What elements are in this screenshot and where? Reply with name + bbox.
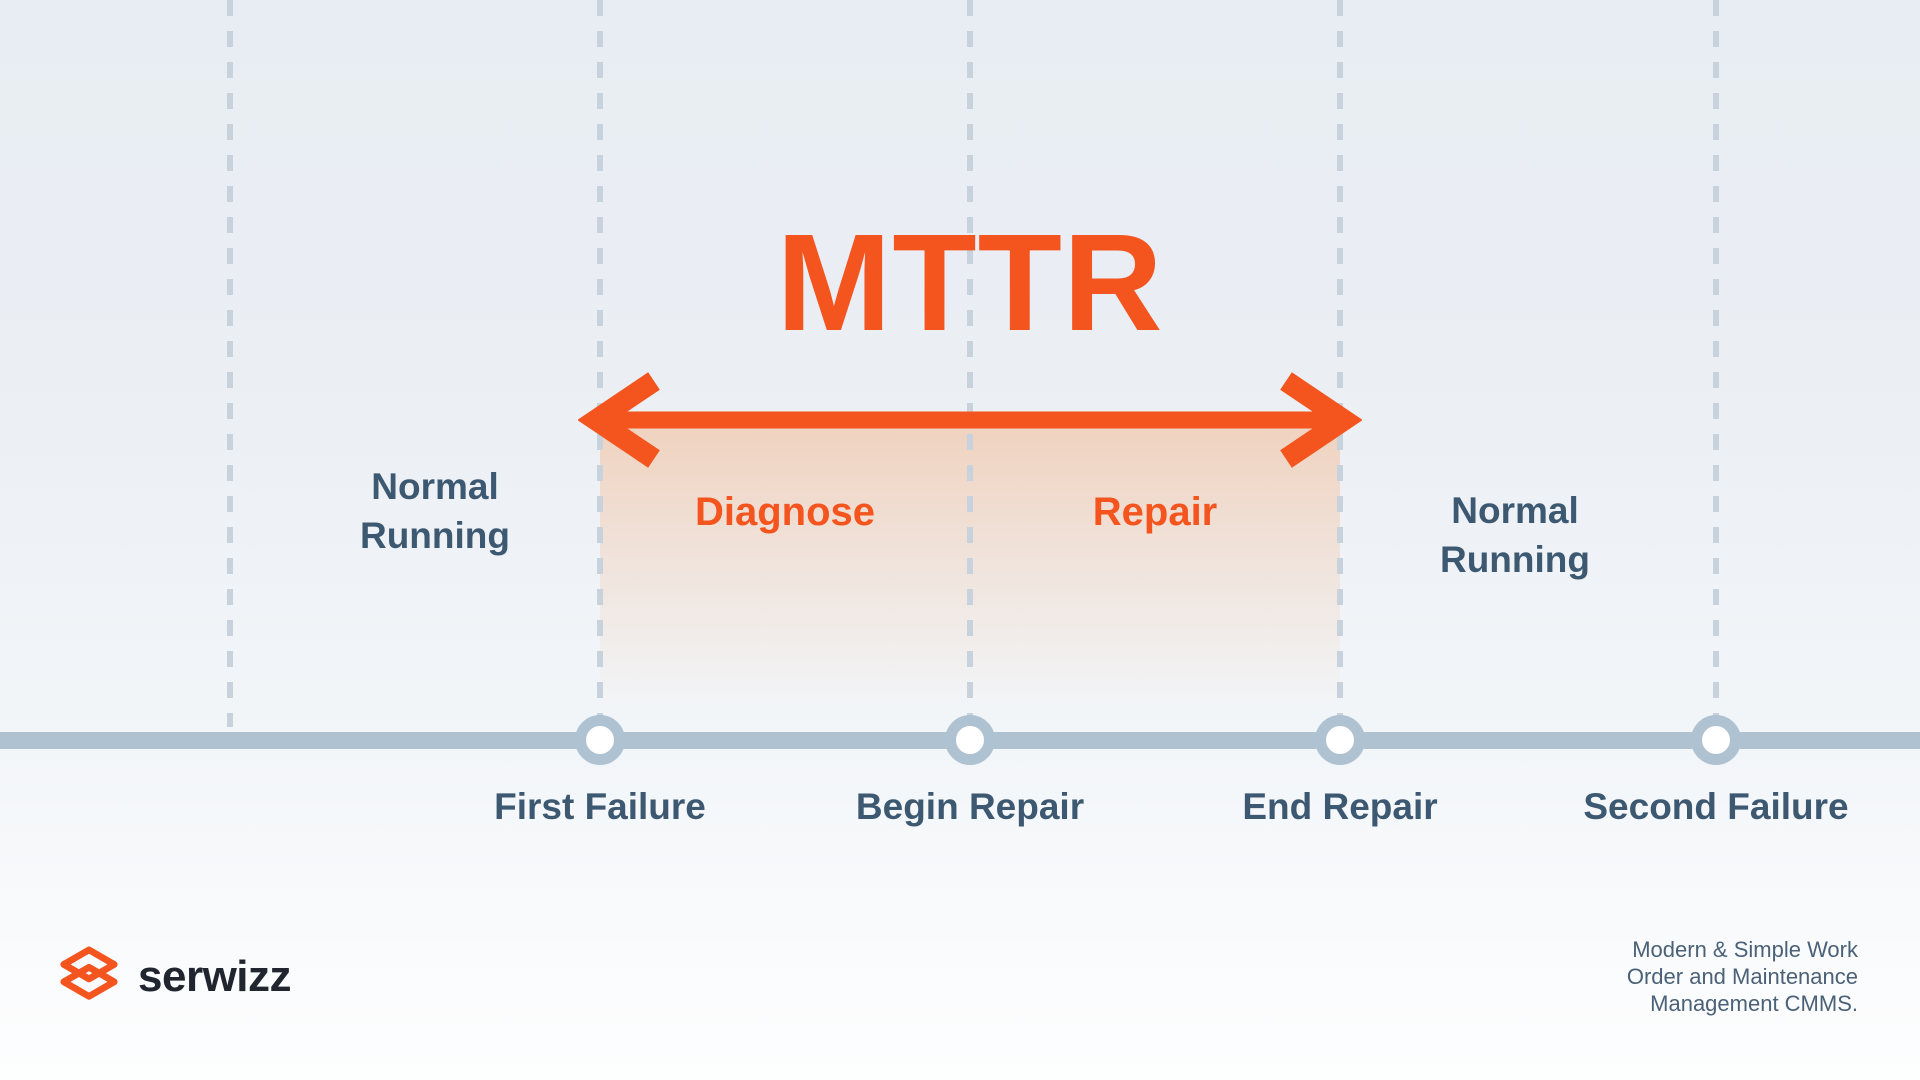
timeline-node-second-failure [1691,715,1741,765]
timeline-label-end-repair: End Repair [1242,786,1438,827]
serwizz-wordmark: serwizz [138,952,292,1001]
phase-line: Normal [371,466,499,507]
tagline-line: Management CMMS. [1650,991,1858,1016]
serwizz-logo: serwizz [58,946,292,1008]
gridline-begin-repair [967,0,973,727]
gridline-second-failure [1713,0,1719,727]
timeline-label-first-failure: First Failure [494,786,706,827]
phase-label-repair: Repair [1092,490,1218,534]
timeline-node-begin-repair [945,715,995,765]
footer-tagline: Modern & Simple Work Order and Maintenan… [1627,936,1858,1017]
phase-label-normal-running-right: Normal Running [1360,486,1670,584]
phase-label-diagnose: Diagnose [694,490,876,534]
timeline-label-second-failure: Second Failure [1583,786,1849,827]
mttr-range-arrow-icon [578,372,1362,468]
gridline-end-repair [1337,0,1343,727]
timeline-node-end-repair [1315,715,1365,765]
phase-line: Running [1439,539,1590,580]
gridline-start [227,0,233,727]
phase-label-normal-running-left: Normal Running [280,462,590,560]
timeline-node-first-failure [575,715,625,765]
gridline-first-failure [597,0,603,727]
tagline-line: Modern & Simple Work [1632,937,1858,962]
tagline-line: Order and Maintenance [1626,964,1858,989]
phase-line: Running [359,515,510,556]
mttr-title: MTTR [776,206,1164,360]
timeline-label-begin-repair: Begin Repair [855,786,1085,827]
layers-icon [60,946,118,1000]
phase-line: Normal [1451,490,1579,531]
